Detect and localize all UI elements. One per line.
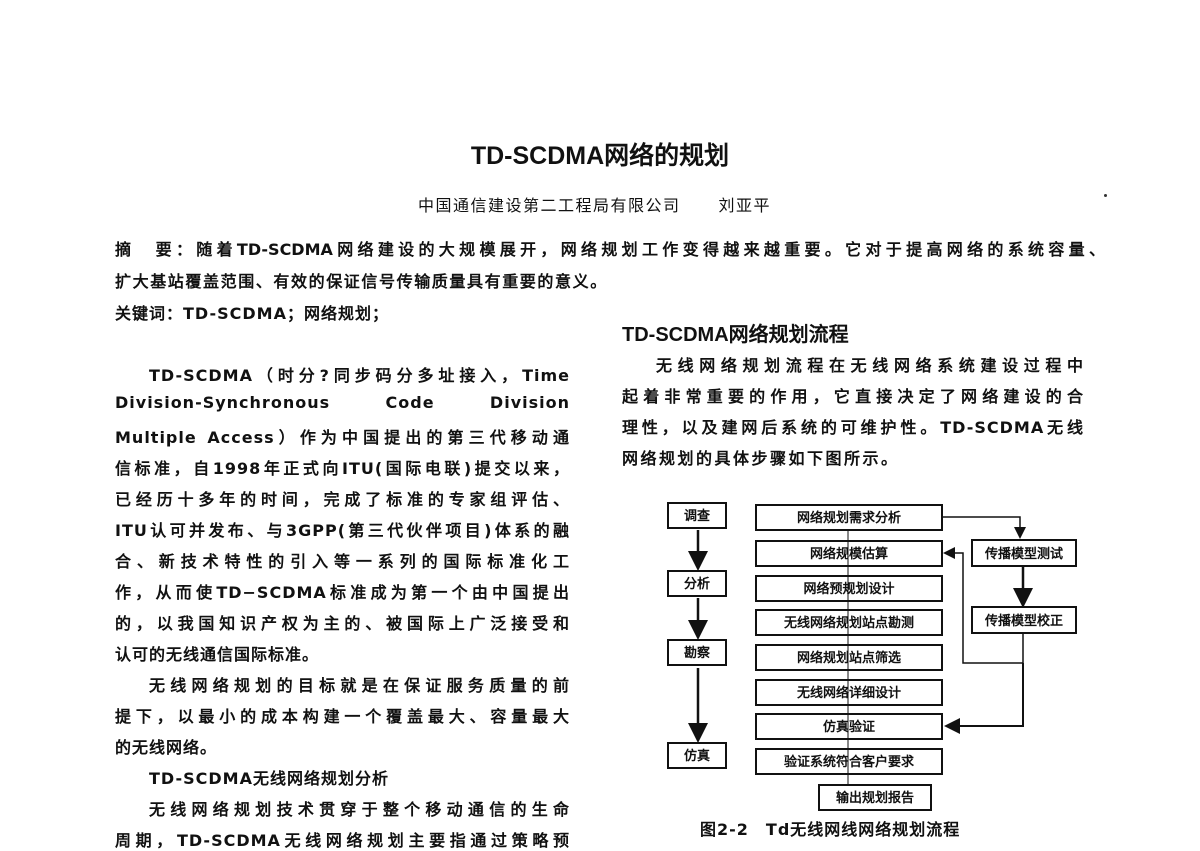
body-text-line: 无线网络规划流程在无线网络系统建设过程中 — [656, 356, 1084, 375]
body-text-line: 无线网络规划技术贯穿于整个移动通信的生命 — [149, 800, 570, 819]
abstract-line: 摘 要：随着TD-SCDMA网络建设的大规模展开，网络规划工作变得越来越重要。它… — [115, 240, 1105, 259]
abstract-line: 扩大基站覆盖范围、有效的保证信号传输质量具有重要的意义。 — [115, 272, 608, 291]
model-label: 传播模型测试 — [984, 546, 1063, 562]
flowchart: 调查 分析 勘察 仿真 网络规划需求分析 网络规模估算 网络预规划设计 无线网络… — [667, 502, 1077, 811]
phase-label: 仿真 — [684, 748, 710, 764]
body-text-line: ITU认可并发布、与3GPP(第三代伙伴项目)体系的融 — [115, 521, 570, 540]
output-label: 输出规划报告 — [836, 790, 914, 806]
body-text-line: 信标准，自1998年正式向ITU(国际电联)提交以来， — [115, 459, 570, 478]
step-label: 无线网络规划站点勘测 — [783, 615, 914, 631]
step-label: 网络预规划设计 — [803, 581, 894, 597]
body-text-line: 认可的无线通信国际标准。 — [115, 645, 320, 664]
phase-box — [667, 639, 727, 666]
author-line: 中国通信建设第二工程局有限公司 刘亚平 — [418, 192, 809, 216]
keywords: 关键词：TD-SCDMA；网络规划； — [115, 304, 389, 323]
step-label: 仿真验证 — [823, 719, 875, 735]
body-text-line: 网络规划的具体步骤如下图所示。 — [622, 449, 900, 468]
body-text-line: 合、新技术特性的引入等一系列的国际标准化工 — [115, 552, 570, 571]
body-text-line: 起着非常重要的作用，它直接决定了网络建设的合 — [622, 387, 1084, 406]
model-label: 传播模型校正 — [984, 613, 1063, 629]
author-name: 刘亚平 — [718, 196, 772, 215]
page-title: TD-SCDMA网络的规划 — [470, 142, 730, 170]
figure-caption: 图2-2 Td无线网线网络规划流程 — [700, 820, 961, 839]
body-text-line: 无线网络规划的目标就是在保证服务质量的前 — [149, 676, 570, 695]
section-heading: TD-SCDMA网络规划流程 — [622, 324, 849, 346]
step-label: 无线网络详细设计 — [796, 685, 901, 701]
step-label: 验证系统符合客户要求 — [784, 754, 915, 770]
body-text-line: 作，从而使TD−SCDMA标准成为第一个由中国提出 — [115, 583, 570, 602]
phase-box — [667, 742, 727, 769]
affiliation: 中国通信建设第二工程局有限公司 — [418, 196, 681, 215]
phase-label: 勘察 — [684, 645, 711, 661]
body-text-line: 的无线网络。 — [115, 738, 218, 757]
body-text-line: 的，以我国知识产权为主的、被国际上广泛接受和 — [115, 614, 570, 633]
scan-speck — [1104, 194, 1107, 197]
step-label: 网络规划需求分析 — [797, 510, 901, 526]
phase-box — [667, 502, 727, 529]
body-text-line: 理性，以及建网后系统的可维护性。TD-SCDMA无线 — [622, 418, 1084, 437]
body-text-line: 提下，以最小的成本构建一个覆盖最大、容量最大 — [115, 707, 570, 726]
step-label: 网络规模估算 — [810, 546, 888, 562]
phase-box — [667, 570, 727, 597]
phase-label: 分析 — [684, 576, 710, 592]
body-text-line: Division-Synchronous Code Division — [115, 393, 570, 412]
phase-label: 调查 — [684, 508, 711, 524]
step-label: 网络规划站点筛选 — [797, 650, 901, 666]
body-text-line: TD-SCDMA（时分?同步码分多址接入，Time — [149, 366, 570, 385]
body-text-line: 已经历十多年的时间，完成了标准的专家组评估、 — [115, 490, 570, 509]
body-text-line: Multiple Access）作为中国提出的第三代移动通 — [115, 428, 570, 447]
body-text-line: TD-SCDMA无线网络规划分析 — [149, 769, 389, 788]
